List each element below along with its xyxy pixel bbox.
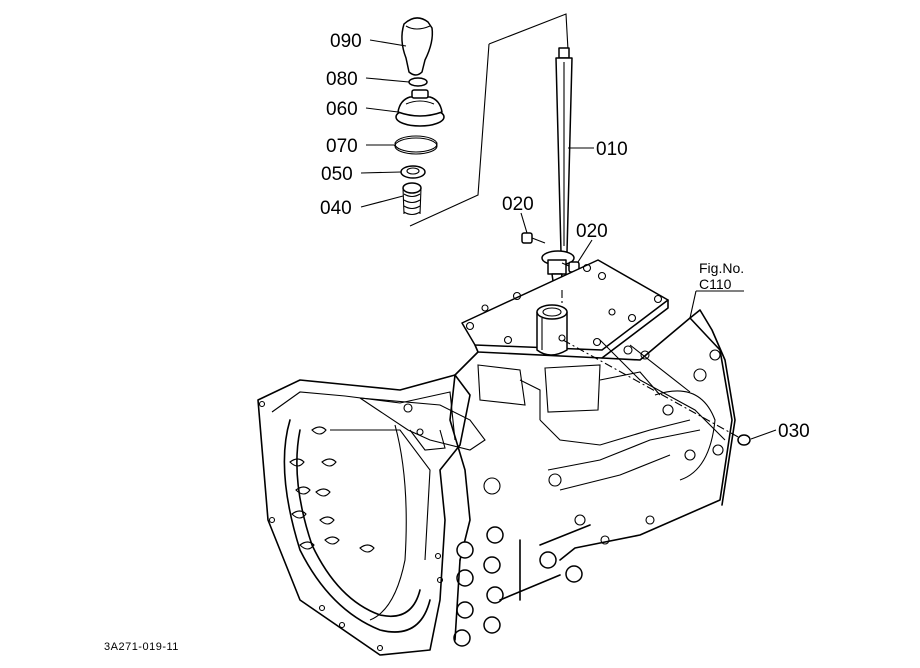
part-070-retaining-ring xyxy=(393,135,438,155)
part-030-plug xyxy=(737,434,751,446)
part-080-snap-ring xyxy=(408,77,428,87)
drawing-code: 3A271-019-11 xyxy=(104,641,179,653)
callout-labels: 090 080 060 070 050 040 010 020 020 030 xyxy=(320,31,810,442)
figure-ref-line2: C110 xyxy=(699,276,732,292)
figure-reference: Fig.No. C110 xyxy=(699,260,744,292)
callout-020-right: 020 xyxy=(576,221,608,242)
assembly-bracket xyxy=(409,13,569,227)
callout-040: 040 xyxy=(320,198,352,219)
callout-060: 060 xyxy=(326,99,358,120)
callout-030: 030 xyxy=(778,421,810,442)
callout-020-left: 020 xyxy=(502,194,534,215)
part-060-lever-boot xyxy=(395,89,445,127)
part-010-shift-lever xyxy=(541,47,575,289)
part-040-spring xyxy=(402,182,422,216)
callout-070: 070 xyxy=(326,136,358,157)
leader-lines xyxy=(360,39,777,440)
figure-ref-line1: Fig.No. xyxy=(699,260,744,276)
part-050-collar xyxy=(400,165,426,179)
callout-010: 010 xyxy=(596,139,628,160)
callout-080: 080 xyxy=(326,69,358,90)
transmission-housing xyxy=(257,259,736,656)
callout-090: 090 xyxy=(330,31,362,52)
part-090-shift-knob xyxy=(401,17,434,76)
part-020-bolt-left xyxy=(521,232,546,244)
alignment-lines xyxy=(561,290,741,439)
callout-050: 050 xyxy=(321,164,353,185)
